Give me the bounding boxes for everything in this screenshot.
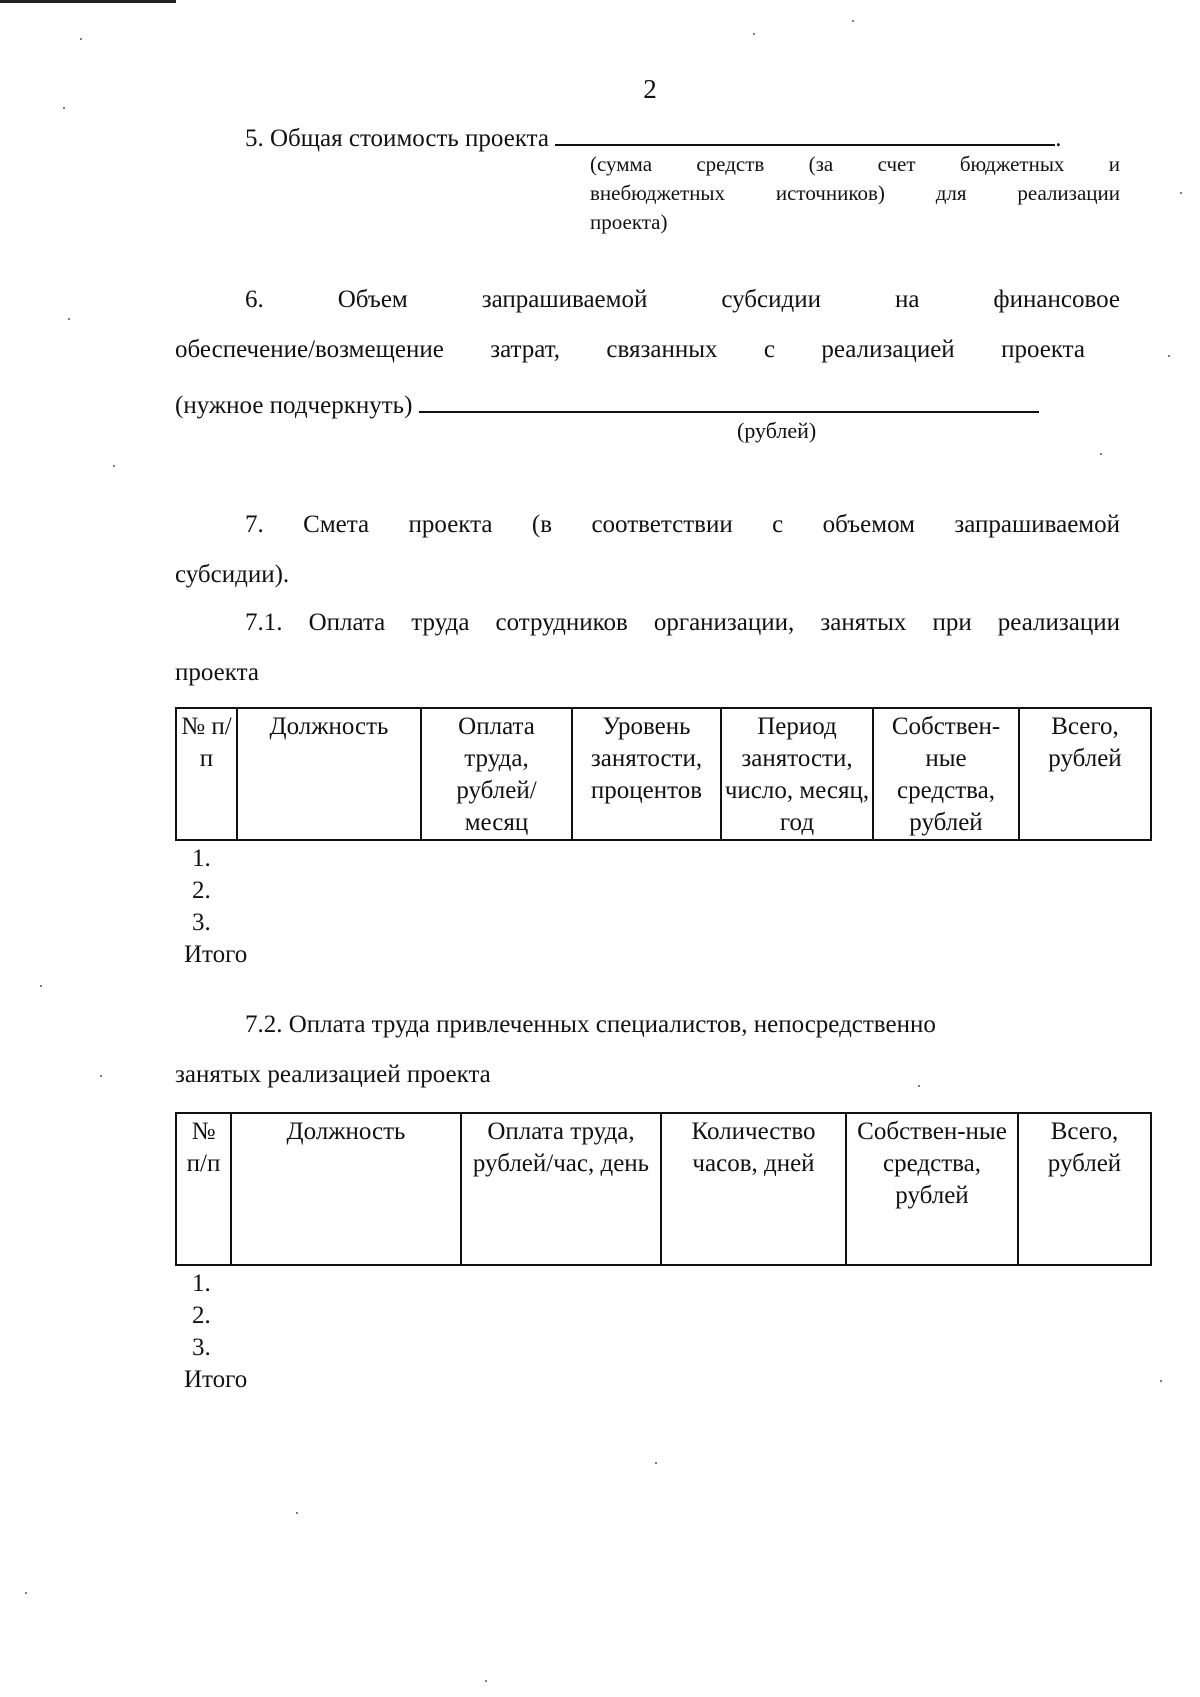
scan-speck	[1168, 355, 1170, 357]
list-item: 1.	[192, 1270, 211, 1297]
scan-speck	[1100, 453, 1102, 455]
table-header-row: № п/п Должность Оплата труда, рублей/час…	[175, 1112, 1152, 1266]
section-5-note-line-1: (сумма средств (за счет бюджетных и	[590, 152, 1120, 176]
section-5-note-line-3: проекта)	[590, 210, 668, 234]
section-7-line-2: субсидии).	[175, 561, 290, 588]
scan-speck	[40, 985, 42, 987]
section-7-2-line-2: занятых реализацией проекта	[175, 1061, 491, 1088]
scan-speck	[25, 1592, 27, 1594]
section-5-note-line-2: внебюджетных источников) для реализации	[590, 181, 1120, 205]
list-item: 3.	[192, 909, 211, 936]
section-6-line-1: 6. Объем запрашиваемой субсидии на финан…	[245, 286, 1120, 313]
column-header-position: Должность	[236, 707, 422, 841]
column-header-monthly-pay: Оплата труда, рублей/ месяц	[420, 707, 573, 841]
column-header-employment-level: Уровень занятости, процентов	[571, 707, 722, 841]
column-header-employment-period: Период занятости, число, месяц, год	[720, 707, 874, 841]
scan-speck	[1180, 192, 1182, 194]
scan-border-artifact	[0, 0, 176, 3]
scan-speck	[1160, 1380, 1162, 1382]
scan-speck	[753, 33, 755, 35]
section-6-unit-note: (рублей)	[737, 418, 817, 443]
list-item: 1.	[192, 845, 211, 872]
section-7-1-line-1: 7.1. Оплата труда сотрудников организаци…	[245, 609, 1120, 636]
section-7-2-line-1: 7.2. Оплата труда привлеченных специалис…	[245, 1011, 936, 1038]
section-5-end-mark: .	[1055, 125, 1062, 152]
section-5-label: 5. Общая стоимость проекта	[245, 125, 549, 152]
section-5: 5. Общая стоимость проекта .	[245, 120, 1061, 154]
scan-speck	[68, 318, 70, 320]
column-header-number: № п/п	[175, 1112, 232, 1266]
staff-salary-table: № п/п Должность Оплата труда, рублей/ ме…	[175, 707, 1152, 841]
list-item: 2.	[192, 877, 211, 904]
total-cost-blank-field[interactable]	[555, 120, 1056, 146]
scan-speck	[296, 1512, 298, 1514]
section-6-note: (нужное подчеркнуть)	[175, 392, 413, 419]
section-7-1-line-2: проекта	[175, 659, 259, 686]
specialists-salary-table: № п/п Должность Оплата труда, рублей/час…	[175, 1112, 1152, 1266]
column-header-position: Должность	[230, 1112, 462, 1266]
scan-speck	[80, 38, 82, 40]
column-header-total: Всего, рублей	[1018, 707, 1152, 841]
list-item: 2.	[192, 1302, 211, 1329]
table-header-row: № п/п Должность Оплата труда, рублей/ ме…	[175, 707, 1152, 841]
section-7-line-1: 7. Смета проекта (в соответствии с объем…	[245, 511, 1120, 538]
section-6-line-3: (нужное подчеркнуть)	[175, 387, 1039, 421]
total-row-label: Итого	[184, 1366, 248, 1393]
scan-speck	[655, 1462, 657, 1464]
scan-speck	[113, 465, 115, 467]
column-header-hours-days: Количество часов, дней	[660, 1112, 847, 1266]
list-item: 3.	[192, 1334, 211, 1361]
staff-salary-rows: 1. 2. 3. Итого	[184, 843, 247, 971]
scan-speck	[63, 107, 65, 109]
page-number: 2	[643, 74, 657, 104]
column-header-own-funds: Собствен-ные средства, рублей	[872, 707, 1020, 841]
specialists-salary-rows: 1. 2. 3. Итого	[184, 1268, 247, 1396]
column-header-total: Всего, рублей	[1017, 1112, 1152, 1266]
subsidy-amount-blank-field[interactable]	[418, 387, 1039, 413]
scan-speck	[100, 1075, 102, 1077]
column-header-own-funds: Собствен-ные средства, рублей	[845, 1112, 1019, 1266]
section-6-line-2: обеспечение/возмещение затрат, связанных…	[175, 336, 1085, 363]
scan-speck	[852, 20, 854, 22]
scan-speck	[485, 1680, 487, 1682]
column-header-hourly-pay: Оплата труда, рублей/час, день	[460, 1112, 662, 1266]
column-header-number: № п/п	[175, 707, 238, 841]
scan-speck	[918, 1085, 920, 1087]
total-row-label: Итого	[184, 941, 248, 968]
